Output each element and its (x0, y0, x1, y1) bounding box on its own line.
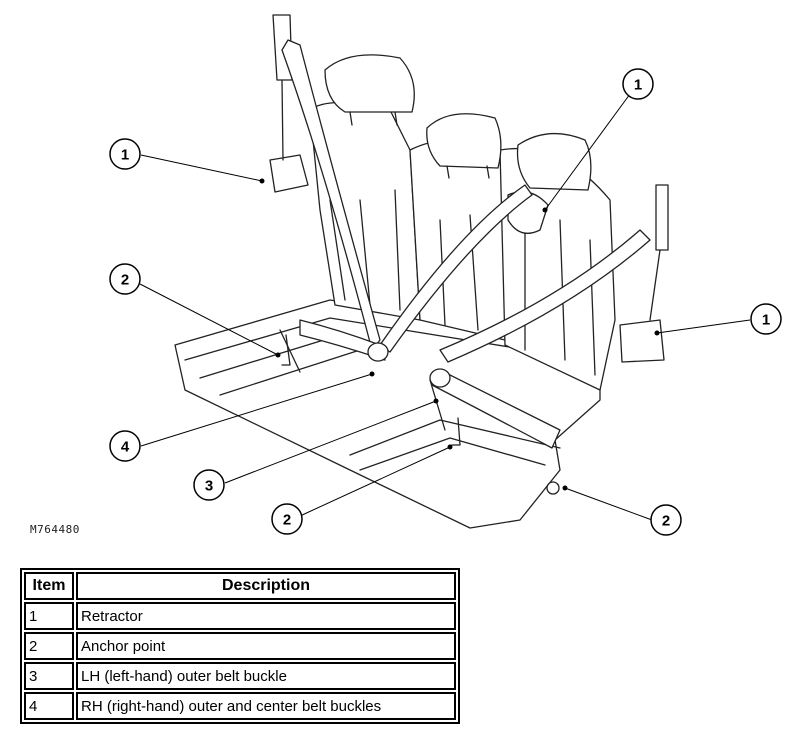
leader-dot (562, 485, 568, 491)
leader-dot (369, 371, 375, 377)
callout-circle (622, 68, 654, 100)
callout-2-center-anchor: 2 (283, 512, 291, 529)
leader-dot (275, 352, 281, 358)
callout-2-left-anchor: 2 (121, 272, 129, 289)
legend-item-description: LH (left-hand) outer belt buckle (76, 662, 456, 690)
legend-item-number: 4 (24, 692, 74, 720)
table-row: 3 LH (left-hand) outer belt buckle (24, 662, 456, 690)
leader-3 (224, 400, 437, 484)
legend-header-row: Item Description (24, 572, 456, 600)
leader-dot (542, 207, 548, 213)
callout-2-right-anchor: 2 (662, 513, 670, 530)
legend-header-description: Description (76, 572, 456, 600)
callout-3-lh-buckle: 3 (205, 478, 213, 495)
leader-2-center (299, 446, 451, 517)
callout-circle (109, 138, 141, 170)
callout-circle (109, 430, 141, 462)
legend-item-number: 3 (24, 662, 74, 690)
leader-1-center (544, 93, 631, 211)
leader-1-left (140, 154, 263, 182)
callout-1-center-retractor: 1 (634, 77, 642, 94)
callout-circle (193, 469, 225, 501)
legend-item-number: 1 (24, 602, 74, 630)
leader-dot (654, 330, 660, 336)
seat-belt-diagram: 1 1 1 2 2 2 3 4 (109, 14, 782, 536)
callout-circle (750, 303, 782, 335)
callout-1-left-retractor: 1 (121, 147, 129, 164)
figure-id: M764480 (30, 523, 80, 536)
leader-4 (140, 373, 373, 447)
leader-2-right (564, 487, 653, 521)
callout-circle (650, 504, 682, 536)
legend-table: Item Description 1 Retractor 2 Anchor po… (20, 568, 460, 724)
legend-item-number: 2 (24, 632, 74, 660)
legend-item-description: Retractor (76, 602, 456, 630)
legend-item-description: Anchor point (76, 632, 456, 660)
leader-dot (447, 444, 453, 450)
legend-header-item: Item (24, 572, 74, 600)
leader-1-right (656, 319, 751, 334)
callout-circle (109, 263, 141, 295)
table-row: 2 Anchor point (24, 632, 456, 660)
leader-dot (259, 178, 265, 184)
table-row: 1 Retractor (24, 602, 456, 630)
rear-seat-drawing (174, 14, 669, 529)
callout-1-right-retractor: 1 (762, 312, 770, 329)
callout-circle (271, 503, 303, 535)
table-row: 4 RH (right-hand) outer and center belt … (24, 692, 456, 720)
leader-2-left (139, 283, 279, 356)
leader-dot (433, 398, 439, 404)
legend-item-description: RH (right-hand) outer and center belt bu… (76, 692, 456, 720)
callout-4-rh-buckles: 4 (121, 439, 130, 456)
